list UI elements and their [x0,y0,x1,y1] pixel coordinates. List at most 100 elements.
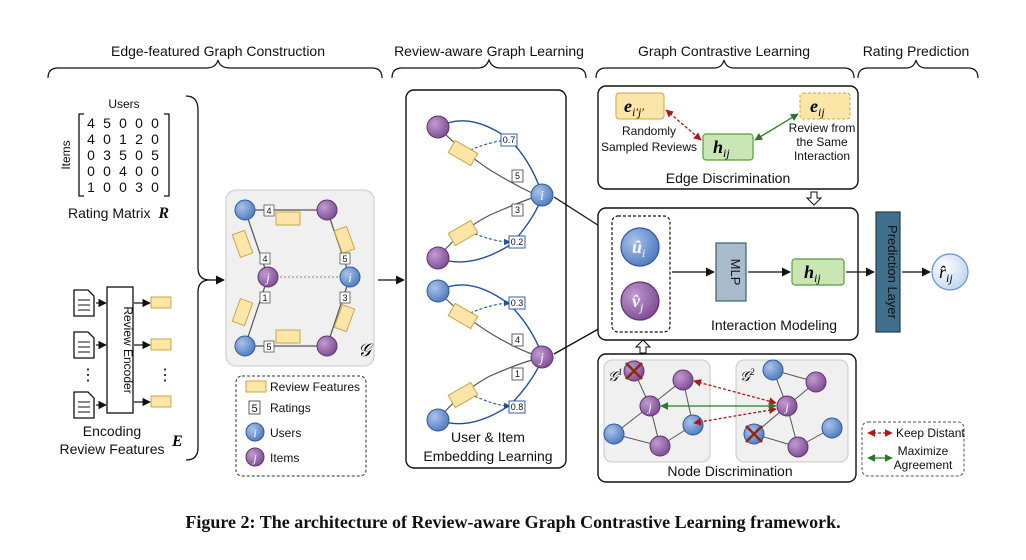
view1-item-node [649,435,671,457]
matrix-cell: 0 [103,179,111,195]
encoded-review-feature-3 [150,395,172,408]
node-discrimination-title: Node Discrimination [667,463,792,479]
svg-text:j: j [264,270,270,285]
svg-text:3: 3 [342,293,347,303]
matrix-cell: 5 [103,115,111,131]
review-encoder-group: ⋮ Review Encoder ⋮ Encoding Review Featu… [59,286,183,457]
encoder-caption-symbol: E [171,433,183,450]
graph-symbol: 𝒢 [358,340,374,360]
legend-rating-swatch [248,400,261,415]
legend-review-feature-swatch [245,380,267,393]
graph-user-node-i [339,266,361,288]
section-brace-rating [857,59,979,79]
matrix-cell: 0 [119,115,127,131]
user-embedding-node [620,227,660,267]
prediction-layer-box [875,211,901,333]
edge-positive-review-symbol: eij [810,96,825,119]
edge-h-box [702,133,754,161]
legend-keep-distant: Keep Distant [896,426,965,440]
embedding-weight-label: 0.2 [508,235,526,249]
matrix-cell: 0 [119,179,127,195]
graph-rating-label: 1 [259,291,271,304]
graph-user-node [234,199,256,221]
edge-discrimination: ei′j′ eij hij Randomly Sampled Reviews R… [597,85,859,190]
view1-user-node [682,414,704,436]
section-headers: Edge-featured Graph Construction Review-… [47,43,979,79]
graph-user-node [234,335,256,357]
item-embedding-node [620,281,660,321]
legend-ratings: Ratings [270,401,311,415]
keep-distant-arrow-edge [665,109,702,141]
embedding-user-node [426,279,450,303]
svg-text:4: 4 [266,206,271,216]
legend-item-swatch [245,447,265,467]
embedding-weight-label: 4 [511,333,524,347]
encoded-review-feature-1 [150,296,172,309]
keep-distant-arrow-node-top [693,379,777,405]
embedding-learning: 0.7 5 3 0.2 i 0.3 4 [405,89,567,469]
review-encoder-box [106,286,134,414]
matrix-cell: 5 [119,147,127,163]
graph-legend: Review Features 5 Ratings i Users j Item… [235,375,367,477]
figure-caption: Figure 2: The architecture of Review-awa… [185,512,840,532]
view1-item-node [672,369,694,391]
graph-legend-box [235,375,367,477]
edge-negative-review-symbol: ei′j′ [624,96,644,119]
embedding-weight-label: 3 [511,203,524,217]
embedding-panel [405,89,567,469]
matrix-cell: 3 [135,179,143,195]
interaction-h-symbol: hij [804,262,821,285]
view2-item-node [787,436,809,458]
edge-h-symbol: hij [713,137,730,160]
svg-text:j: j [538,351,544,366]
view2-item-node-j [776,395,798,417]
mlp-box [715,242,747,302]
encoded-review-feature-2 [150,338,172,351]
node-discrimination: 𝒢1 𝒢2 j j [597,353,857,483]
svg-text:j: j [251,451,257,465]
matrix-caption: Rating Matrix R [68,205,169,222]
matrix-cell: 0 [151,131,159,147]
embedding-user-node [426,408,450,432]
matrix-items-label: Items [59,140,73,169]
graph-rating-label: 5 [263,340,275,353]
section-title-construction: Edge-featured Graph Construction [111,43,325,59]
matrix-cell: 4 [87,115,95,131]
svg-text:1: 1 [262,293,267,303]
matrix-cell: 0 [103,131,111,147]
graph-item-node [316,199,338,221]
svg-text:0.8: 0.8 [511,402,524,412]
svg-text:4: 4 [262,254,267,264]
svg-text:3: 3 [515,205,520,215]
edge-neg-caption-line1: Randomly [622,124,676,138]
input-merge-brace [185,95,211,461]
edge-negative-review-box [615,92,665,120]
view1-user-node [603,423,625,445]
matrix-users-label: Users [108,97,139,111]
section-brace-graph-learning [391,58,587,79]
hollow-arrow-node-to-interaction [634,339,652,354]
svg-text:j: j [646,400,652,414]
matrix-cell: 0 [151,115,159,131]
embedding-caption-line1: User & Item [451,429,525,445]
matrix-cell: 0 [87,163,95,179]
matrix-cell: 0 [135,147,143,163]
predicted-rating-node [931,253,969,291]
document-icon-1 [73,289,95,317]
embedding-weight-label: 0.3 [508,296,526,310]
graph-rating-label: 5 [339,252,351,265]
graph-rating-label: 4 [263,204,275,217]
svg-text:5: 5 [266,342,271,352]
matrix-cell: 3 [103,147,111,163]
embedding-weight-label: 0.8 [508,400,526,414]
view2-user-node [821,417,843,439]
matrix-cell: 2 [135,131,143,147]
matrix-cell: 5 [151,147,159,163]
section-brace-construction [47,59,383,79]
interaction-title: Interaction Modeling [711,317,837,333]
matrix-right-bracket [164,113,170,197]
mlp-label: MLP [728,259,743,286]
constructed-graph: 4 4 1 5 5 3 j i 𝒢 [225,189,375,367]
